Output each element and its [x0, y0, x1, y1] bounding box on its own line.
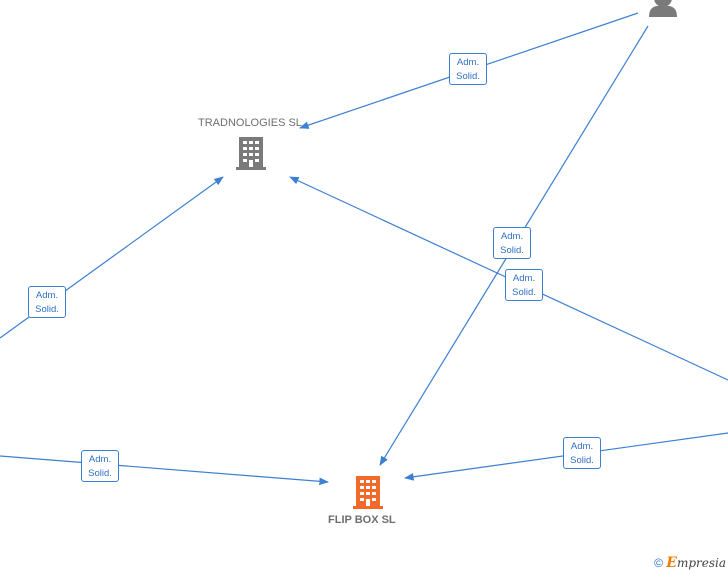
brand-logo: Empresia	[666, 555, 726, 571]
edge-label-adm-solid[interactable]: Adm. Solid.	[449, 53, 487, 85]
edge-label-type: Solid.	[35, 304, 59, 315]
edge-label-type: Solid.	[88, 468, 112, 479]
edge-label-role: Adm.	[88, 454, 112, 465]
edge-label-role: Adm.	[456, 57, 480, 68]
edge-label-type: Solid.	[456, 71, 480, 82]
edge-label-adm-solid[interactable]: Adm. Solid.	[28, 286, 66, 318]
edge-left-to-flipbox	[0, 455, 329, 486]
edge-label-role: Adm.	[500, 231, 524, 242]
edge-label-role: Adm.	[35, 290, 59, 301]
edge-label-type: Solid.	[500, 245, 524, 256]
edge-label-type: Solid.	[570, 455, 594, 466]
main-building-icon[interactable]	[353, 476, 383, 509]
edge-label-adm-solid[interactable]: Adm. Solid.	[505, 269, 543, 301]
edge-label-role: Adm.	[512, 273, 536, 284]
edge-label-type: Solid.	[512, 287, 536, 298]
building-icon[interactable]	[236, 137, 266, 170]
edge-label-adm-solid[interactable]: Adm. Solid.	[81, 450, 119, 482]
company-label-tradnologies[interactable]: TRADNOLOGIES SL	[198, 117, 302, 129]
copyright-icon: ©	[654, 556, 663, 570]
empresia-watermark: © Empresia	[654, 555, 726, 571]
edge-label-adm-solid[interactable]: Adm. Solid.	[493, 227, 531, 259]
person-icon[interactable]	[649, 0, 677, 17]
edge-label-role: Adm.	[570, 441, 594, 452]
company-label-flipbox[interactable]: FLIP BOX SL	[328, 514, 396, 526]
edge-label-adm-solid[interactable]: Adm. Solid.	[563, 437, 601, 469]
edges	[0, 12, 728, 486]
